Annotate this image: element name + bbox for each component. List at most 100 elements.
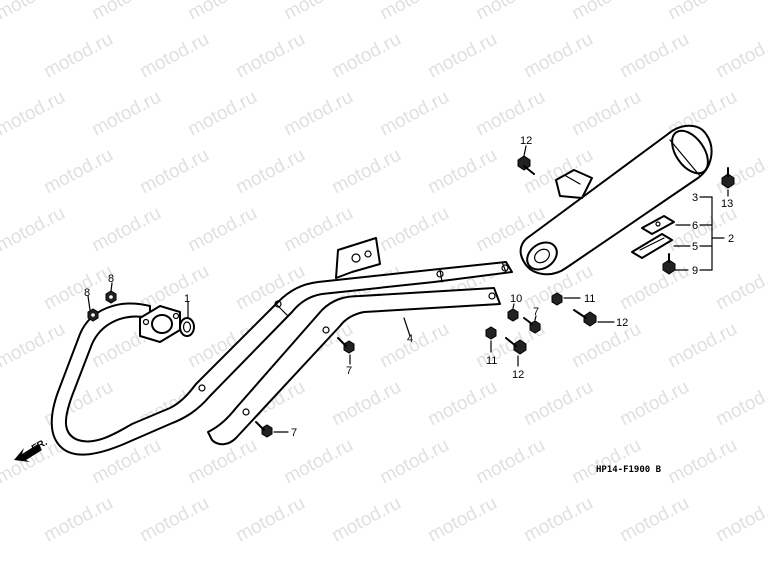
watermark-text: motod.ru xyxy=(664,0,740,24)
watermark-text: motod.ru xyxy=(520,29,596,83)
callout-7: 7 xyxy=(291,427,297,439)
watermark-text: motod.ru xyxy=(424,493,500,547)
heat-shield xyxy=(207,287,501,446)
watermark-text: motod.ru xyxy=(376,0,452,24)
callout-6: 6 xyxy=(692,220,698,232)
bolt-icon xyxy=(337,337,355,354)
watermark-text: motod.ru xyxy=(280,435,356,489)
watermark-text: motod.ru xyxy=(328,29,404,83)
bolt-icon xyxy=(721,167,735,189)
watermark-text: motod.ru xyxy=(472,435,548,489)
callout-13: 13 xyxy=(721,198,733,210)
watermark-text: motod.ru xyxy=(328,493,404,547)
watermark-text: motod.ru xyxy=(424,145,500,199)
callout-8: 8 xyxy=(108,273,114,285)
pipe-mount-bracket xyxy=(335,237,381,279)
watermark-text: motod.ru xyxy=(40,261,116,315)
bolt-icon xyxy=(255,421,273,438)
watermark-text: motod.ru xyxy=(568,87,644,141)
seal-plate xyxy=(641,215,675,235)
watermark-text: motod.ru xyxy=(472,0,548,24)
watermark-text: motod.ru xyxy=(136,145,212,199)
watermark-text: motod.ru xyxy=(616,377,692,431)
watermark-text: motod.ru xyxy=(424,377,500,431)
watermark-text: motod.ru xyxy=(184,203,260,257)
watermark-text: motod.ru xyxy=(424,29,500,83)
nut-icon xyxy=(507,308,519,322)
arrow-down-left-icon xyxy=(14,444,42,462)
callout-12: 12 xyxy=(616,317,628,329)
watermark-text: motod.ru xyxy=(40,145,116,199)
watermark-text: motod.ru xyxy=(568,319,644,373)
watermark-text: motod.ru xyxy=(328,145,404,199)
callout-12: 12 xyxy=(520,135,532,147)
callout-10: 10 xyxy=(510,293,522,305)
muffler-bracket xyxy=(555,169,593,199)
watermark-text: motod.ru xyxy=(616,493,692,547)
nut-icon xyxy=(87,308,99,322)
watermark-text: motod.ru xyxy=(712,377,768,431)
nut-icon xyxy=(105,290,117,304)
callout-5: 5 xyxy=(692,241,698,253)
bolt-icon xyxy=(523,317,541,334)
watermark-text: motod.ru xyxy=(712,261,768,315)
watermark-text: motod.ru xyxy=(664,319,740,373)
nut-icon xyxy=(662,253,676,275)
watermark-text: motod.ru xyxy=(472,87,548,141)
watermark-text: motod.ru xyxy=(712,493,768,547)
bolt-icon xyxy=(573,309,597,327)
callout-1: 1 xyxy=(184,293,190,305)
watermark-text: motod.ru xyxy=(376,87,452,141)
watermark-text: motod.ru xyxy=(88,0,164,24)
callout-11: 11 xyxy=(486,355,497,367)
watermark-text: motod.ru xyxy=(88,203,164,257)
watermark-text: motod.ru xyxy=(712,145,768,199)
callout-4: 4 xyxy=(407,333,413,345)
leader-lines xyxy=(87,145,729,433)
watermark-text: motod.ru xyxy=(184,87,260,141)
watermark-text: motod.ru xyxy=(376,435,452,489)
watermark-text: motod.ru xyxy=(232,493,308,547)
muffler-band xyxy=(631,233,673,259)
callout-8: 8 xyxy=(84,287,90,299)
callout-7: 7 xyxy=(346,365,352,377)
watermark-text: motod.ru xyxy=(520,493,596,547)
bolt-icon xyxy=(505,337,527,355)
callout-7: 7 xyxy=(533,306,539,318)
watermark-text: motod.ru xyxy=(0,203,69,257)
exhaust-pipe xyxy=(50,261,513,456)
callout-labels: 1 8 8 12 3 13 6 5 2 9 10 11 7 12 4 11 12… xyxy=(84,135,734,439)
watermark-text: motod.ru xyxy=(232,145,308,199)
fasteners xyxy=(87,155,735,438)
nut-icon xyxy=(551,292,563,306)
watermark-text: motod.ru xyxy=(40,493,116,547)
callout-11: 11 xyxy=(584,293,595,305)
watermark-text: motod.ru xyxy=(0,0,69,24)
watermark-text: motod.ru xyxy=(88,87,164,141)
watermark-text: motod.ru xyxy=(568,0,644,24)
watermark-text: motod.ru xyxy=(616,29,692,83)
watermark-text: motod.ru xyxy=(664,435,740,489)
watermark-text: motod.ru xyxy=(520,377,596,431)
muffler xyxy=(519,124,713,276)
callout-9: 9 xyxy=(692,265,698,277)
watermark-text: motod.ru xyxy=(376,203,452,257)
watermark-text: motod.ru xyxy=(280,0,356,24)
watermark-text: motod.ru xyxy=(136,493,212,547)
watermark-text: motod.ru xyxy=(136,29,212,83)
watermark-text: motod.ru xyxy=(376,319,452,373)
watermark-text: motod.ru xyxy=(712,29,768,83)
watermark-text: motod.ru xyxy=(184,0,260,24)
watermark-text: motod.ru xyxy=(40,29,116,83)
callout-3: 3 xyxy=(692,192,698,204)
watermark-text: motod.ru xyxy=(328,377,404,431)
watermark-text: motod.ru xyxy=(664,203,740,257)
watermark-text: motod.ru xyxy=(0,87,69,141)
gasket xyxy=(179,317,195,337)
watermark-text: motod.ru xyxy=(232,29,308,83)
watermark-text: motod.ru xyxy=(0,319,69,373)
nut-icon xyxy=(485,326,497,340)
callout-12: 12 xyxy=(512,369,524,381)
bolt-icon xyxy=(517,155,535,175)
